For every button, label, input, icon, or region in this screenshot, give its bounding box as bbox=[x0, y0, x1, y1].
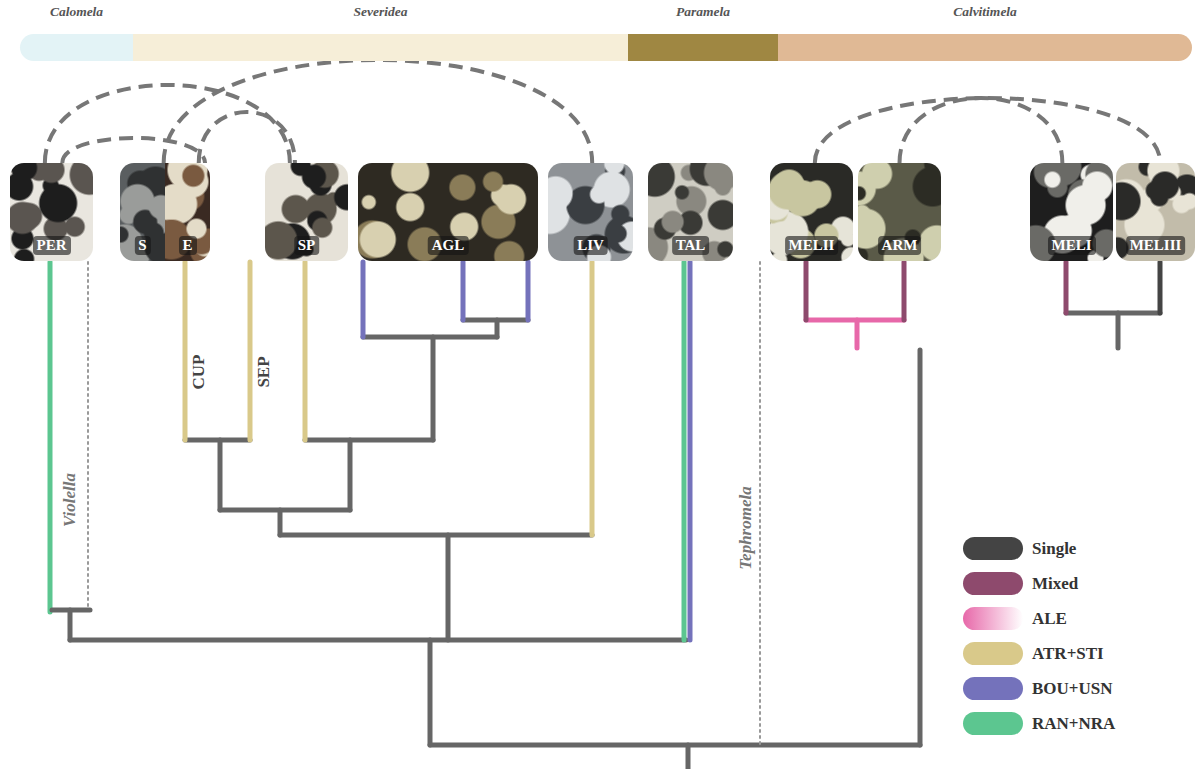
lichen-photo: MELIII bbox=[1116, 163, 1195, 261]
species-code: E bbox=[178, 236, 196, 255]
genus-name: Calomela bbox=[20, 4, 133, 20]
legend-row: Mixed bbox=[963, 572, 1078, 595]
genus-band: Severidea bbox=[133, 4, 628, 61]
species-code: MELII bbox=[785, 236, 839, 255]
legend-text: Mixed bbox=[1032, 574, 1078, 594]
relationship-arc bbox=[815, 98, 1160, 163]
species-code: TAL bbox=[672, 236, 710, 255]
genus-band: Calomela bbox=[20, 4, 133, 61]
lichen-photo: S bbox=[120, 163, 165, 261]
lichen-photo: ARM bbox=[858, 163, 941, 261]
lichen-photo: TAL bbox=[648, 163, 733, 261]
species-code: S bbox=[134, 236, 150, 255]
band-stripe bbox=[20, 34, 133, 61]
clade-label: CUP bbox=[189, 355, 209, 390]
species-code: ARM bbox=[878, 236, 922, 255]
legend-text: RAN+NRA bbox=[1032, 714, 1115, 734]
legend-swatch bbox=[963, 537, 1023, 560]
relationship-arc bbox=[164, 60, 593, 163]
legend-row: ALE bbox=[963, 607, 1067, 630]
relationship-arc bbox=[900, 98, 1063, 163]
lichen-photo: MELI bbox=[1030, 163, 1113, 261]
genus-name: Paramela bbox=[628, 4, 778, 20]
lichen-photo: LIV bbox=[548, 163, 633, 261]
lichen-photo: AGL bbox=[358, 163, 538, 261]
legend-text: ATR+STI bbox=[1032, 644, 1104, 664]
genus-name: Calvitimela bbox=[778, 4, 1192, 20]
genus-band: Calvitimela bbox=[778, 4, 1192, 61]
lichen-photo: MELII bbox=[770, 163, 853, 261]
lichen-photo: E bbox=[165, 163, 210, 261]
genus-band: Paramela bbox=[628, 4, 778, 61]
species-code: PER bbox=[33, 236, 71, 255]
genus-label: Violella bbox=[60, 473, 80, 527]
species-code: MELI bbox=[1047, 236, 1095, 255]
legend-row: RAN+NRA bbox=[963, 712, 1115, 735]
legend-text: ALE bbox=[1032, 609, 1067, 629]
band-stripe bbox=[778, 34, 1192, 61]
lichen-photo: SP bbox=[265, 163, 348, 261]
legend-row: BOU+USN bbox=[963, 677, 1113, 700]
legend-row: Single bbox=[963, 537, 1076, 560]
species-code: MELIII bbox=[1126, 236, 1186, 255]
species-code: AGL bbox=[428, 236, 469, 255]
band-stripe bbox=[133, 34, 628, 61]
genus-name: Severidea bbox=[133, 4, 628, 20]
relationship-arc bbox=[62, 138, 205, 163]
species-code: LIV bbox=[573, 236, 608, 255]
species-code: SP bbox=[294, 236, 320, 255]
clade-label: SEP bbox=[254, 356, 274, 387]
legend-swatch bbox=[963, 607, 1023, 630]
genus-label: Tephromela bbox=[736, 486, 756, 569]
legend-text: Single bbox=[1032, 539, 1076, 559]
legend-text: BOU+USN bbox=[1032, 679, 1113, 699]
legend-swatch bbox=[963, 642, 1023, 665]
relationship-arc bbox=[45, 85, 290, 163]
legend-swatch bbox=[963, 677, 1023, 700]
legend-swatch bbox=[963, 572, 1023, 595]
lichen-photo: PER bbox=[10, 163, 93, 261]
legend-row: ATR+STI bbox=[963, 642, 1104, 665]
relationship-arc bbox=[199, 112, 295, 163]
legend-swatch bbox=[963, 712, 1023, 735]
band-stripe bbox=[628, 34, 778, 61]
